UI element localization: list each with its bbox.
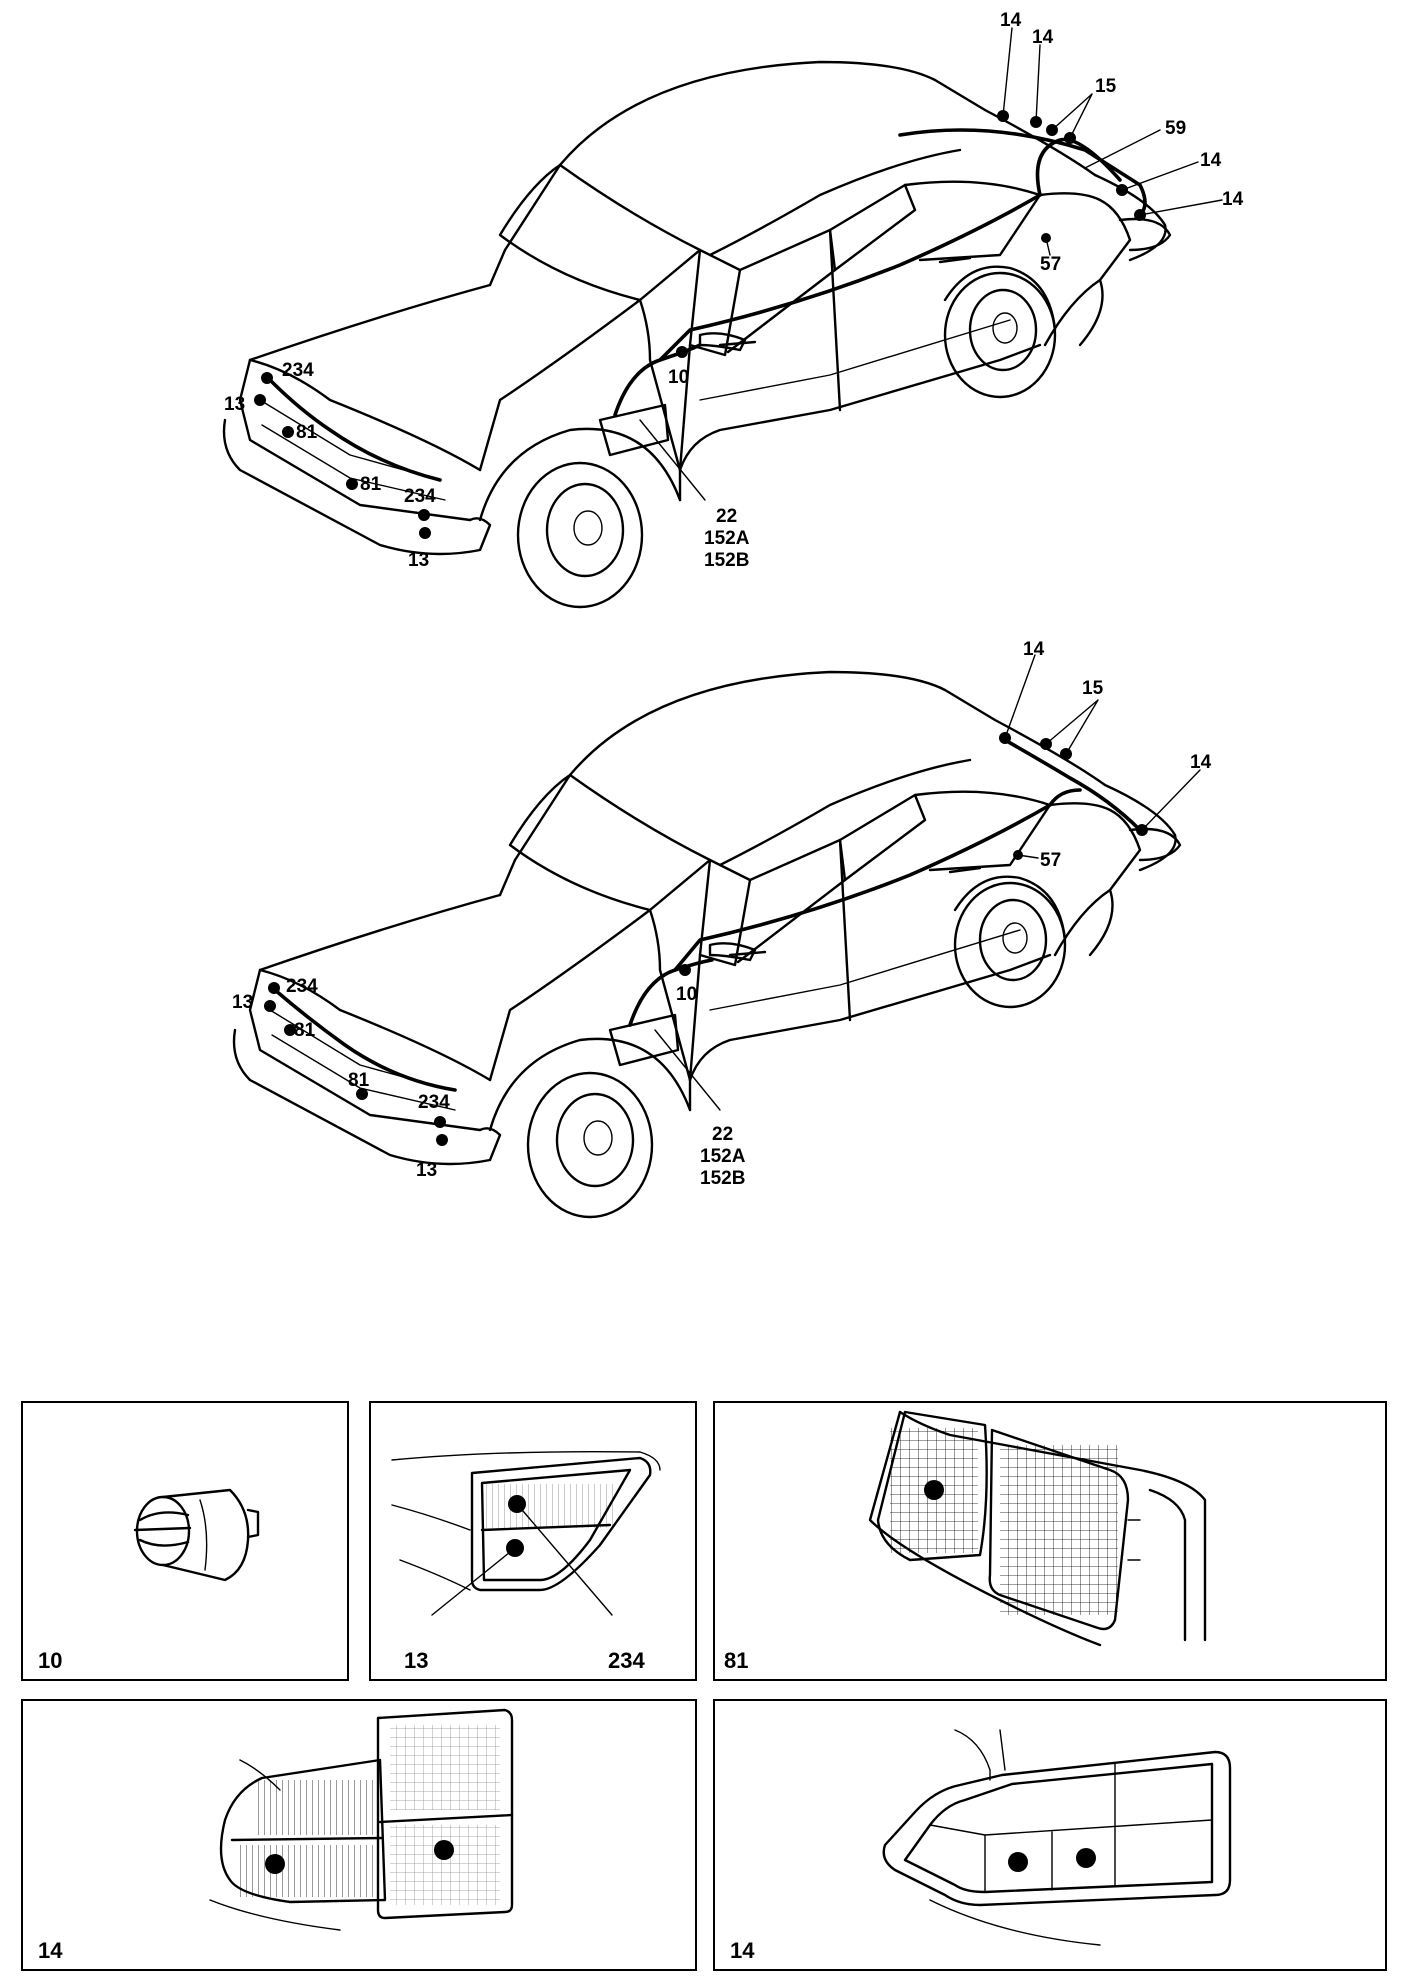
label-234: 234: [404, 486, 436, 507]
boot-lid-wire: [898, 128, 1147, 217]
label-59: 59: [1165, 118, 1186, 139]
detail-panel-13-234: 13 234: [369, 1401, 697, 1681]
label-81: 81: [360, 474, 382, 495]
side-wire-harness: [658, 193, 1042, 362]
detail-panel-14-rear-lamp: 14: [21, 1699, 697, 1971]
label-22: 22: [716, 506, 737, 527]
label-13: 13: [416, 1160, 437, 1181]
panel-label-13: 13: [404, 1648, 428, 1673]
dot-81-corner: [346, 478, 358, 490]
tail-lamp-dot-14-a: [1008, 1852, 1028, 1872]
top-car-illustration: 14 14 15 59 14 14 57 234 13 81 81 234 10…: [222, 10, 1244, 609]
label-22: 22: [712, 1124, 733, 1145]
dot-234-corner: [418, 509, 430, 521]
dot-13-corner: [436, 1134, 448, 1146]
panel-label-14: 14: [38, 1938, 63, 1963]
headlamp-illustration: [868, 1410, 1207, 1647]
detail-panel-81: 81: [713, 1401, 1387, 1681]
dot-10: [676, 346, 688, 358]
rear-lamp-dot-14-a: [265, 1854, 285, 1874]
rear-lamp-illustration: [209, 1708, 514, 1931]
label-15: 15: [1082, 678, 1104, 699]
detail-panel-10: 10: [21, 1401, 349, 1681]
side-wire-harness: [673, 788, 1082, 972]
dot-234-front: [261, 372, 273, 384]
label-81: 81: [294, 1020, 316, 1041]
label-234: 234: [282, 360, 314, 381]
label-14: 14: [1200, 150, 1222, 171]
dot-13-corner: [419, 527, 431, 539]
dot-81-corner: [356, 1088, 368, 1100]
panel-label-10: 10: [38, 1648, 62, 1673]
label-10: 10: [668, 367, 689, 388]
label-13: 13: [408, 550, 429, 571]
dot-234-corner: [434, 1116, 446, 1128]
dot-10: [679, 964, 691, 976]
bulb-holder-illustration: [133, 1488, 260, 1582]
panel-label-81: 81: [724, 1648, 748, 1673]
label-14: 14: [1000, 10, 1022, 31]
headlamp-dot-81: [924, 1480, 944, 1500]
dot-81-front: [284, 1024, 296, 1036]
label-152a: 152A: [704, 528, 750, 549]
front-wire-harness: [273, 988, 457, 1092]
label-57: 57: [1040, 850, 1061, 871]
front-wire-harness: [268, 378, 442, 482]
label-14: 14: [1032, 27, 1054, 48]
panel-label-14: 14: [730, 1938, 755, 1963]
panel-label-234: 234: [608, 1648, 645, 1673]
label-14: 14: [1222, 189, 1244, 210]
label-13: 13: [232, 992, 253, 1013]
label-234: 234: [286, 976, 318, 997]
label-81: 81: [348, 1070, 370, 1091]
label-57: 57: [1040, 254, 1061, 275]
tail-lamp-illustration: [882, 1729, 1232, 1946]
dot-13-front: [254, 394, 266, 406]
bottom-car-illustration: 14 15 14 57 13 234 81 81 234 10 22 152A …: [232, 639, 1212, 1219]
label-234: 234: [418, 1092, 450, 1113]
tail-lamp-dot-14-b: [1076, 1848, 1096, 1868]
dot-81-front: [282, 426, 294, 438]
label-81: 81: [296, 422, 318, 443]
detail-panel-14-tail-lamp: 14: [713, 1699, 1387, 1971]
label-14: 14: [1190, 752, 1212, 773]
dot-13-front: [264, 1000, 276, 1012]
label-15: 15: [1095, 76, 1117, 97]
label-152b: 152B: [704, 550, 749, 571]
label-152a: 152A: [700, 1146, 746, 1167]
label-10: 10: [676, 984, 697, 1005]
corner-lamp-illustration: [391, 1450, 661, 1616]
label-152b: 152B: [700, 1168, 745, 1189]
label-14: 14: [1023, 639, 1045, 660]
dot-234-front: [268, 982, 280, 994]
rear-wire-harness: [1003, 738, 1142, 832]
label-13: 13: [224, 394, 245, 415]
